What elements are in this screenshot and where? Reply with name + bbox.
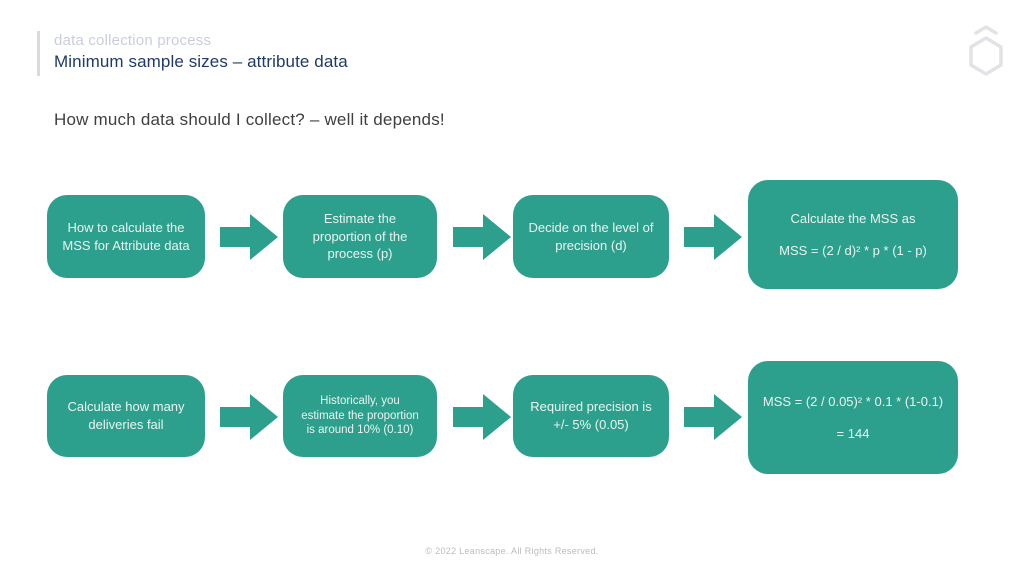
copyright-footer: © 2022 Leanscape. All Rights Reserved.: [425, 546, 599, 556]
slide-heading: How much data should I collect? – well i…: [54, 110, 445, 129]
right-arrow-icon: [684, 214, 742, 260]
flow-box-text: Historically, you estimate the proportio…: [301, 394, 419, 437]
right-arrow-icon: [453, 394, 511, 440]
flow-box-historical-proportion: Historically, you estimate the proportio…: [283, 375, 437, 457]
flow-box-result: = 144: [836, 425, 870, 441]
flow-box-text: Required precision is +/- 5% (0.05): [530, 399, 652, 432]
flow-box-deliveries-fail: Calculate how many deliveries fail: [47, 375, 205, 457]
flow-box-estimate-proportion: Estimate the proportion of the process (…: [283, 195, 437, 278]
flow-box-text: Calculate the MSS as: [790, 210, 916, 226]
header-accent-bar: [37, 31, 40, 76]
flow-box-formula: MSS = (2 / d)² * p * (1 - p): [779, 242, 927, 258]
right-arrow-icon: [220, 214, 278, 260]
flow-box-required-precision: Required precision is +/- 5% (0.05): [513, 375, 669, 457]
right-arrow-icon: [453, 214, 511, 260]
slide-eyebrow: data collection process: [54, 32, 212, 49]
flow-box-calculate-mss: How to calculate the MSS for Attribute d…: [47, 195, 205, 278]
flow-box-text: How to calculate the MSS for Attribute d…: [62, 219, 190, 253]
flow-box-text: Estimate the proportion of the process (…: [312, 211, 408, 262]
flow-box-text: Calculate how many deliveries fail: [67, 399, 185, 432]
flow-box-mss-formula: Calculate the MSS as MSS = (2 / d)² * p …: [748, 180, 958, 289]
flow-box-text: Decide on the level of precision (d): [528, 219, 654, 253]
right-arrow-icon: [220, 394, 278, 440]
flow-box-decide-precision: Decide on the level of precision (d): [513, 195, 669, 278]
slide-title: Minimum sample sizes – attribute data: [54, 52, 348, 71]
flow-box-formula: MSS = (2 / 0.05)² * 0.1 * (1-0.1): [762, 393, 944, 409]
leanscape-hexagon-logo-icon: [962, 24, 1010, 78]
right-arrow-icon: [684, 394, 742, 440]
flow-box-mss-result: MSS = (2 / 0.05)² * 0.1 * (1-0.1) = 144: [748, 361, 958, 474]
